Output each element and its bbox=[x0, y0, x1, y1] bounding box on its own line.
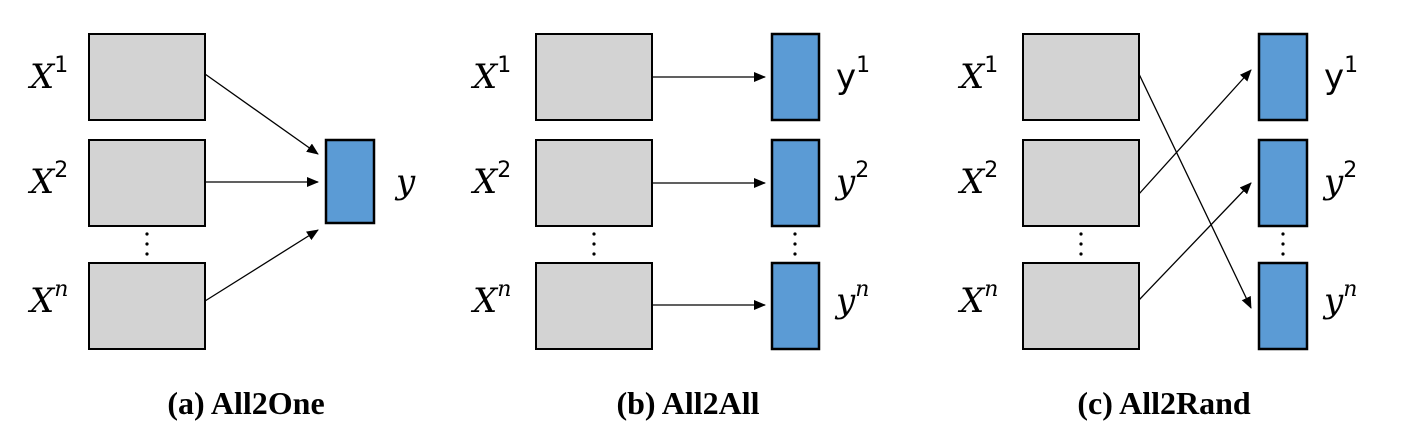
input-box-1 bbox=[535, 33, 653, 121]
output-box-1 bbox=[770, 32, 821, 122]
output-label: y bbox=[394, 162, 416, 202]
input-label-2: X2 bbox=[27, 158, 68, 202]
ellipsis-dots bbox=[1079, 232, 1083, 256]
arrow-n-to-y bbox=[204, 229, 319, 302]
output-box bbox=[324, 138, 376, 225]
output-label-2: y2 bbox=[1322, 158, 1357, 202]
input-box-1 bbox=[88, 33, 206, 121]
arrow-n-to-2 bbox=[1138, 182, 1252, 301]
input-label-2: X2 bbox=[957, 158, 998, 202]
output-box-n bbox=[1257, 261, 1309, 351]
arrow-1-to-n bbox=[1138, 73, 1252, 309]
caption-c: (c) All2Rand bbox=[1077, 385, 1251, 421]
ellipsis-dots-output bbox=[793, 232, 797, 256]
arrow-2-to-1 bbox=[1138, 69, 1252, 195]
input-box-n bbox=[535, 262, 653, 350]
input-label-n: Xn bbox=[957, 277, 998, 321]
input-box-n bbox=[88, 262, 206, 350]
output-label-1: y1 bbox=[836, 53, 870, 97]
input-box-2 bbox=[88, 139, 206, 227]
panel-all2all: X1 X2 Xn y1 y2 yn (b) All2All bbox=[470, 32, 870, 421]
input-box-1 bbox=[1022, 33, 1140, 121]
output-label-2: y2 bbox=[834, 158, 869, 202]
output-box-n bbox=[770, 261, 821, 351]
output-label-n: yn bbox=[1322, 277, 1357, 321]
ellipsis-dots-output bbox=[1281, 232, 1285, 256]
panel-all2rand: X1 X2 Xn y1 y2 yn (c) All2Rand bbox=[957, 32, 1358, 421]
output-box-2 bbox=[1257, 138, 1309, 228]
input-box-2 bbox=[1022, 139, 1140, 227]
output-box-1 bbox=[1257, 32, 1309, 122]
input-box-2 bbox=[535, 139, 653, 227]
input-label-1: X1 bbox=[470, 53, 511, 97]
input-label-1: X1 bbox=[957, 53, 998, 97]
input-label-n: Xn bbox=[27, 277, 68, 321]
input-label-2: X2 bbox=[470, 158, 511, 202]
output-box-2 bbox=[770, 138, 821, 228]
caption-b: (b) All2All bbox=[616, 385, 759, 421]
input-box-n bbox=[1022, 262, 1140, 350]
caption-a: (a) All2One bbox=[167, 385, 324, 421]
input-label-1: X1 bbox=[27, 53, 68, 97]
ellipsis-dots bbox=[145, 232, 149, 256]
panel-all2one: X1 X2 Xn y (a) All2One bbox=[27, 33, 416, 421]
output-label-1: y1 bbox=[1324, 53, 1358, 97]
output-label-n: yn bbox=[834, 277, 869, 321]
ellipsis-dots bbox=[592, 232, 596, 256]
arrow-1-to-y bbox=[204, 73, 319, 155]
input-label-n: Xn bbox=[470, 277, 511, 321]
